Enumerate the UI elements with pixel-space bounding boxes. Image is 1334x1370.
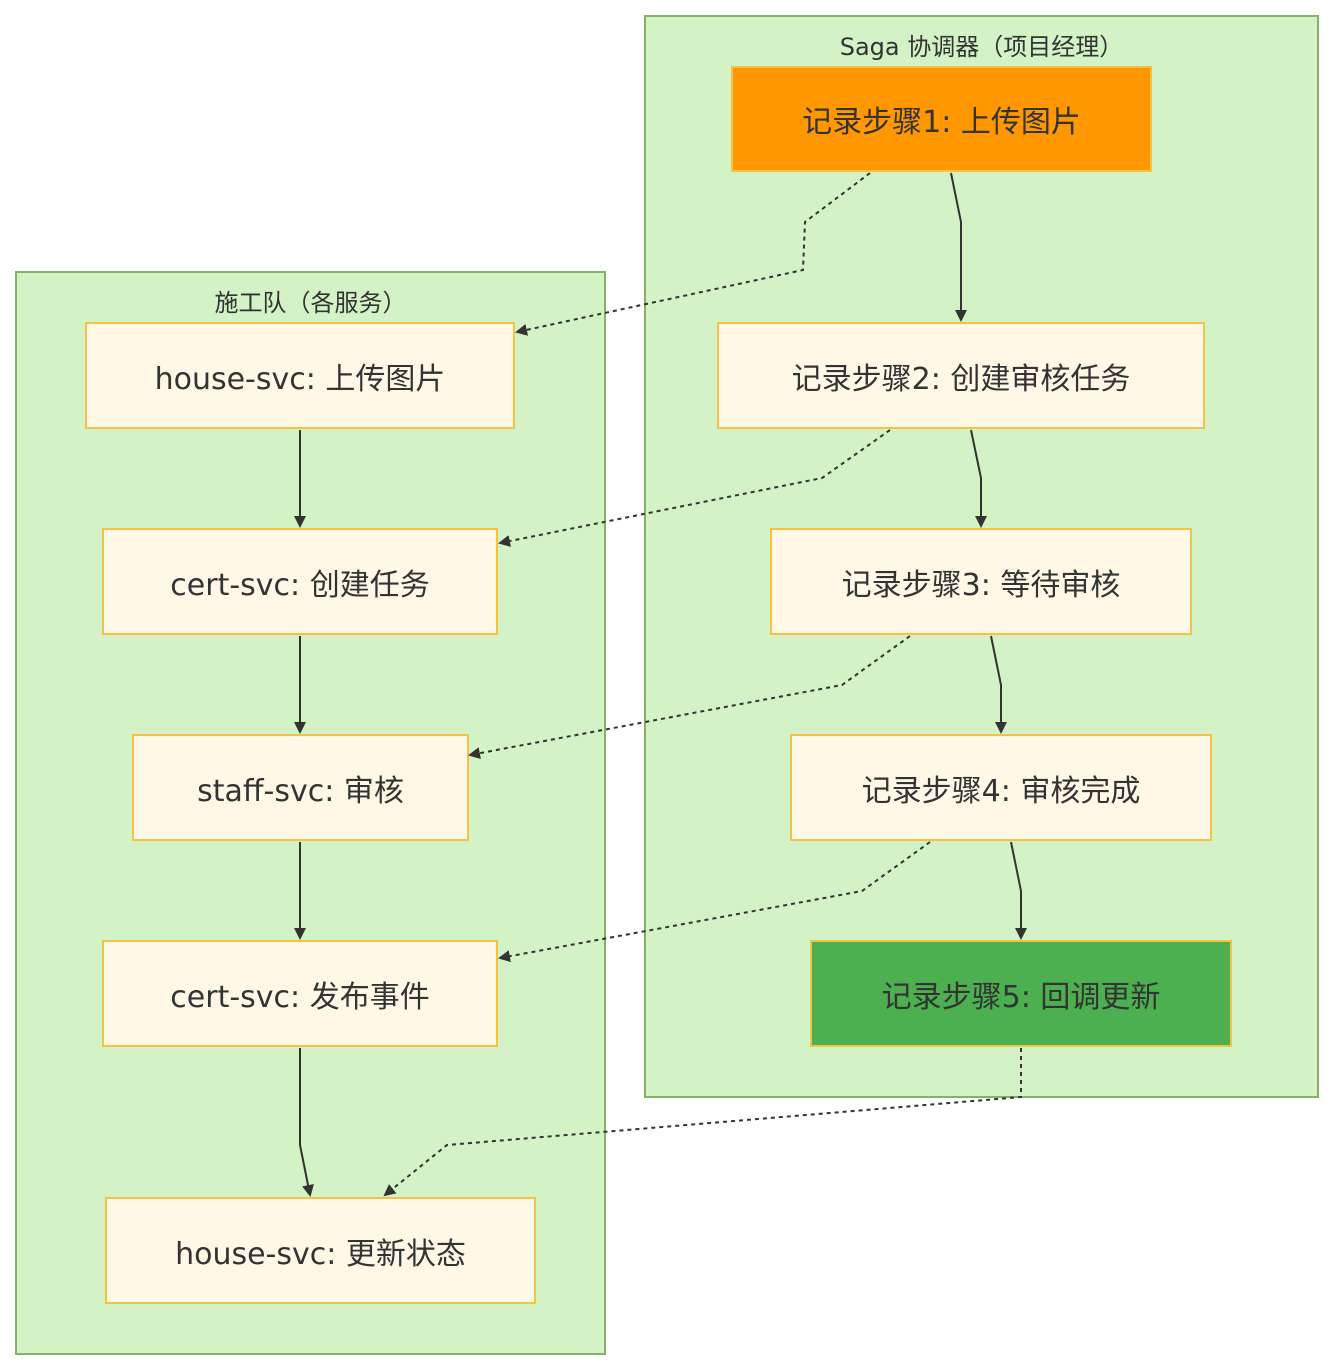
saga-step-2-label: 记录步骤2: 创建审核任务 [791, 361, 1131, 397]
workers-cluster-title: 施工队（各服务） [214, 289, 407, 317]
house-svc-update-label: house-svc: 更新状态 [175, 1236, 466, 1272]
saga-step-2-node[interactable]: 记录步骤2: 创建审核任务 [717, 322, 1205, 429]
saga-step-1-label: 记录步骤1: 上传图片 [802, 105, 1081, 140]
saga-step-4-node[interactable]: 记录步骤4: 审核完成 [790, 734, 1212, 841]
house-svc-upload-label: house-svc: 上传图片 [154, 361, 446, 397]
saga-step-1-node[interactable]: 记录步骤1: 上传图片 [731, 66, 1152, 172]
saga-step-5-node[interactable]: 记录步骤5: 回调更新 [810, 940, 1232, 1047]
staff-svc-review-label: staff-svc: 审核 [197, 773, 404, 809]
saga-step-3-label: 记录步骤3: 等待审核 [841, 567, 1121, 603]
cert-svc-publish-node[interactable]: cert-svc: 发布事件 [102, 940, 498, 1047]
cert-svc-create-node[interactable]: cert-svc: 创建任务 [102, 528, 498, 635]
saga-step-5-label: 记录步骤5: 回调更新 [881, 979, 1161, 1015]
house-svc-upload-node[interactable]: house-svc: 上传图片 [85, 322, 515, 429]
staff-svc-review-node[interactable]: staff-svc: 审核 [132, 734, 469, 841]
cert-svc-create-label: cert-svc: 创建任务 [170, 567, 430, 603]
house-svc-update-node[interactable]: house-svc: 更新状态 [105, 1197, 536, 1304]
saga-step-3-node[interactable]: 记录步骤3: 等待审核 [770, 528, 1192, 635]
saga-cluster-title: Saga 协调器（项目经理） [839, 33, 1124, 61]
saga-step-4-label: 记录步骤4: 审核完成 [861, 773, 1141, 809]
cert-svc-publish-label: cert-svc: 发布事件 [170, 979, 430, 1015]
